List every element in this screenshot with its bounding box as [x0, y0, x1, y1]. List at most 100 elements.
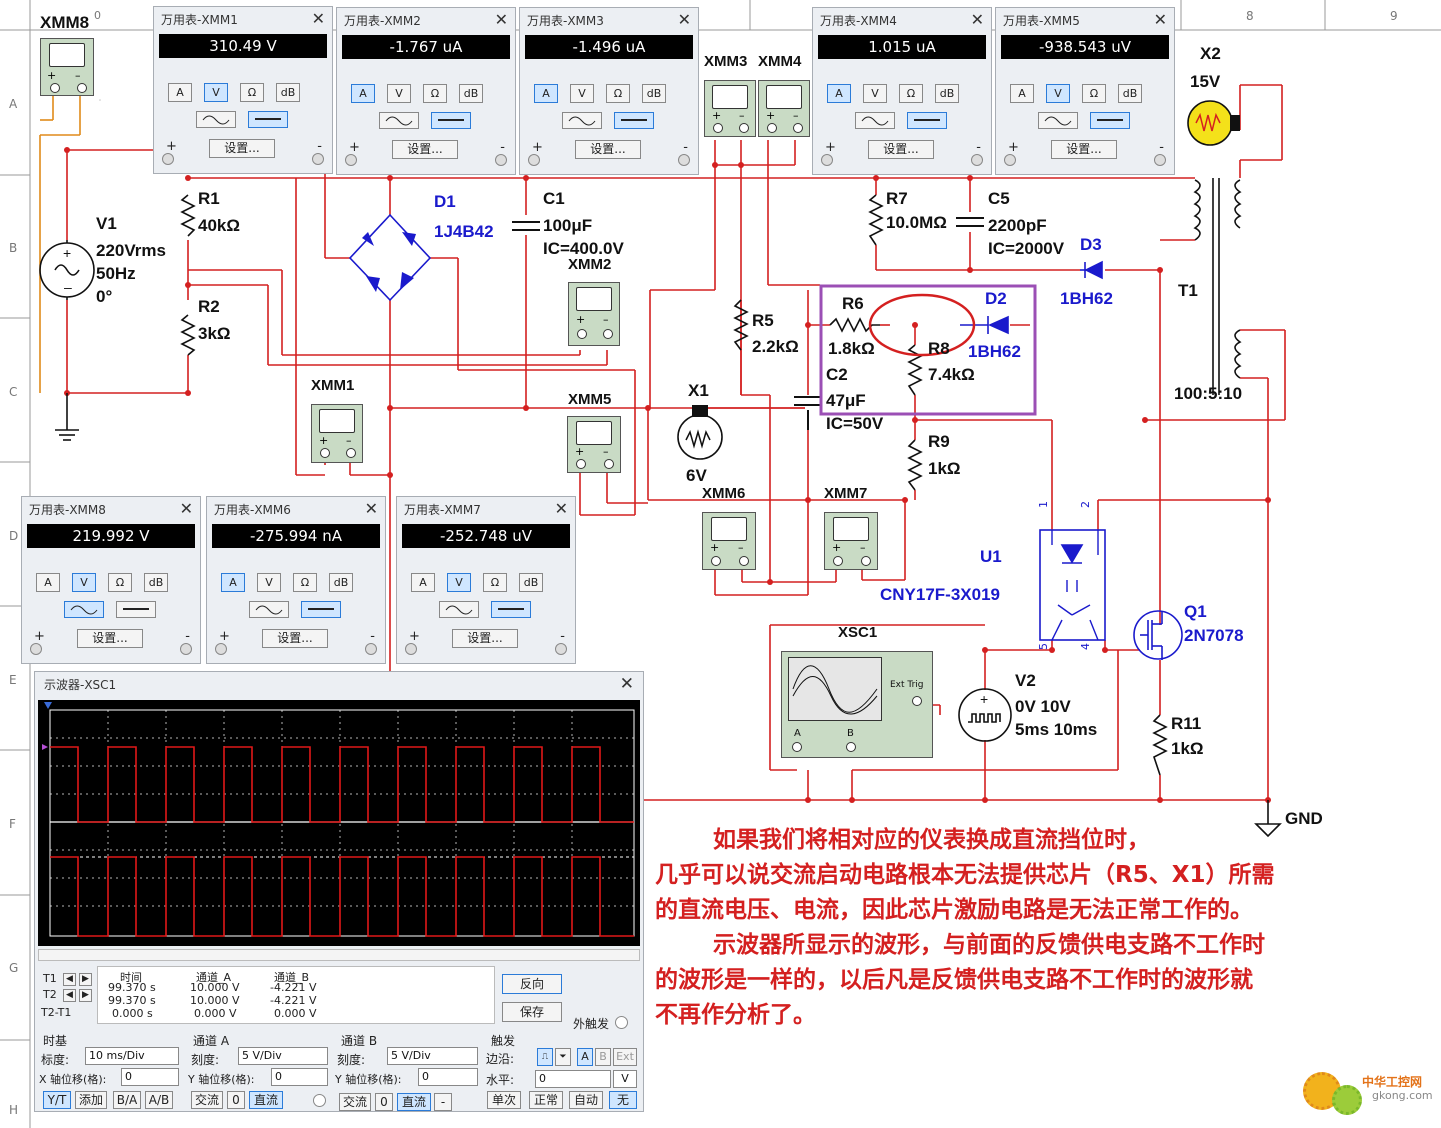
channel-a-ypos-field[interactable]: 0: [271, 1068, 328, 1086]
ab-button[interactable]: A/B: [145, 1091, 173, 1109]
auto-trigger-button[interactable]: 自动: [569, 1091, 603, 1109]
horizontal-scrollbar[interactable]: [38, 949, 640, 961]
dc-mode-button[interactable]: [301, 601, 341, 618]
ac-mode-button[interactable]: [1038, 112, 1078, 129]
trigger-level-unit[interactable]: V: [613, 1070, 637, 1088]
multimeter-xmm3-window[interactable]: 万用表-XMM3 ✕ -1.496 uA A V Ω dB + 设置... -: [519, 7, 699, 175]
reverse-button[interactable]: 反向: [502, 974, 562, 994]
ammeter-button[interactable]: A: [168, 83, 192, 102]
multimeter-xmm4-window[interactable]: 万用表-XMM4 ✕ 1.015 uA A V Ω dB + 设置... -: [812, 7, 992, 175]
multimeter-xmm6-window[interactable]: 万用表-XMM6 ✕ -275.994 nA A V Ω dB + 设置... …: [206, 496, 386, 664]
decibel-button[interactable]: dB: [519, 573, 543, 592]
trigger-source-ext[interactable]: Ext: [613, 1048, 637, 1066]
multimeter-xmm2-window[interactable]: 万用表-XMM2 ✕ -1.767 uA A V Ω dB + 设置... -: [336, 7, 516, 175]
close-icon[interactable]: ✕: [619, 674, 634, 694]
channel-b-ac-button[interactable]: 交流: [339, 1093, 371, 1111]
decibel-button[interactable]: dB: [144, 573, 168, 592]
multimeter-xmm8-window[interactable]: 万用表-XMM8 ✕ 219.992 V A V Ω dB + 设置... -: [21, 496, 201, 664]
xmm3-symbol[interactable]: +–: [704, 80, 756, 137]
voltmeter-button[interactable]: V: [447, 573, 471, 592]
ac-mode-button[interactable]: [379, 112, 419, 129]
xsc1-symbol[interactable]: Ext Trig A B: [781, 651, 933, 758]
t2-right-arrow-icon[interactable]: ▶: [79, 989, 92, 1002]
t2-left-arrow-icon[interactable]: ◀: [63, 989, 76, 1002]
settings-button[interactable]: 设置...: [868, 140, 934, 159]
channel-a-dc-button[interactable]: 直流: [249, 1091, 283, 1109]
channel-a-zero-button[interactable]: 0: [227, 1091, 245, 1109]
xmm1-symbol[interactable]: +–: [311, 404, 363, 463]
save-button[interactable]: 保存: [502, 1002, 562, 1022]
xmm6-symbol[interactable]: +–: [702, 512, 756, 570]
channel-b-ypos-field[interactable]: 0: [418, 1068, 478, 1086]
close-icon[interactable]: ✕: [179, 499, 193, 518]
ac-mode-button[interactable]: [439, 601, 479, 618]
close-icon[interactable]: ✕: [311, 9, 325, 28]
close-icon[interactable]: ✕: [677, 10, 691, 29]
settings-button[interactable]: 设置...: [392, 140, 458, 159]
voltmeter-button[interactable]: V: [387, 84, 411, 103]
ac-mode-button[interactable]: [196, 111, 236, 128]
dc-mode-button[interactable]: [491, 601, 531, 618]
trigger-level-field[interactable]: 0: [535, 1070, 611, 1088]
none-trigger-button[interactable]: 无: [609, 1091, 637, 1109]
xmm4-symbol[interactable]: +–: [758, 80, 810, 137]
multimeter-xmm7-window[interactable]: 万用表-XMM7 ✕ -252.748 uV A V Ω dB + 设置... …: [396, 496, 576, 664]
ext-trigger-radio[interactable]: [615, 1016, 628, 1029]
single-trigger-button[interactable]: 单次: [487, 1091, 521, 1109]
channel-b-zero-button[interactable]: 0: [375, 1093, 393, 1111]
close-icon[interactable]: ✕: [364, 499, 378, 518]
channel-a-radio[interactable]: [313, 1094, 326, 1107]
ohmmeter-button[interactable]: Ω: [483, 573, 507, 592]
normal-trigger-button[interactable]: 正常: [529, 1091, 563, 1109]
dc-mode-button[interactable]: [248, 111, 288, 128]
ammeter-button[interactable]: A: [1010, 84, 1034, 103]
channel-a-scale-field[interactable]: 5 V/Div: [238, 1047, 328, 1065]
ba-button[interactable]: B/A: [113, 1091, 141, 1109]
settings-button[interactable]: 设置...: [209, 139, 275, 158]
rising-edge-icon[interactable]: ⎍: [537, 1048, 553, 1066]
multimeter-xmm5-window[interactable]: 万用表-XMM5 ✕ -938.543 uV A V Ω dB + 设置... …: [995, 7, 1175, 175]
xmm5-symbol[interactable]: +–: [567, 416, 621, 473]
ohmmeter-button[interactable]: Ω: [606, 84, 630, 103]
dc-mode-button[interactable]: [1090, 112, 1130, 129]
trigger-source-a[interactable]: A: [577, 1048, 593, 1066]
oscilloscope-window[interactable]: 示波器-XSC1 ✕: [34, 671, 644, 1112]
ohmmeter-button[interactable]: Ω: [1082, 84, 1106, 103]
voltmeter-button[interactable]: V: [570, 84, 594, 103]
settings-button[interactable]: 设置...: [1051, 140, 1117, 159]
settings-button[interactable]: 设置...: [575, 140, 641, 159]
ohmmeter-button[interactable]: Ω: [240, 83, 264, 102]
ammeter-button[interactable]: A: [351, 84, 375, 103]
decibel-button[interactable]: dB: [642, 84, 666, 103]
voltmeter-button[interactable]: V: [1046, 84, 1070, 103]
dc-mode-button[interactable]: [907, 112, 947, 129]
settings-button[interactable]: 设置...: [452, 629, 518, 648]
add-button[interactable]: 添加: [75, 1091, 107, 1109]
voltmeter-button[interactable]: V: [72, 573, 96, 592]
channel-b-scale-field[interactable]: 5 V/Div: [387, 1047, 478, 1065]
ammeter-button[interactable]: A: [221, 573, 245, 592]
decibel-button[interactable]: dB: [459, 84, 483, 103]
voltmeter-button[interactable]: V: [257, 573, 281, 592]
close-icon[interactable]: ✕: [1153, 10, 1167, 29]
falling-edge-icon[interactable]: ⏷: [555, 1048, 571, 1066]
dc-mode-button[interactable]: [614, 112, 654, 129]
channel-b-invert-button[interactable]: -: [434, 1093, 452, 1111]
close-icon[interactable]: ✕: [554, 499, 568, 518]
voltmeter-button[interactable]: V: [863, 84, 887, 103]
ohmmeter-button[interactable]: Ω: [293, 573, 317, 592]
x-position-field[interactable]: 0: [121, 1068, 179, 1086]
decibel-button[interactable]: dB: [1118, 84, 1142, 103]
ammeter-button[interactable]: A: [36, 573, 60, 592]
xmm7-symbol[interactable]: +–: [824, 512, 878, 570]
timebase-scale-field[interactable]: 10 ms/Div: [85, 1047, 179, 1065]
xmm8-symbol[interactable]: +–: [40, 38, 94, 96]
close-icon[interactable]: ✕: [970, 10, 984, 29]
close-icon[interactable]: ✕: [494, 10, 508, 29]
ohmmeter-button[interactable]: Ω: [108, 573, 132, 592]
xmm2-symbol[interactable]: +–: [568, 282, 620, 346]
trigger-source-b[interactable]: B: [595, 1048, 611, 1066]
t1-right-arrow-icon[interactable]: ▶: [79, 973, 92, 986]
yt-button[interactable]: Y/T: [43, 1091, 71, 1109]
